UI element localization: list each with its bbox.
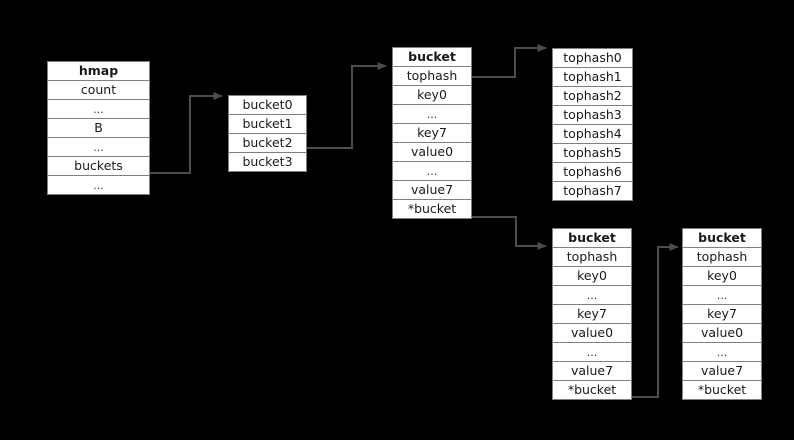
bucket-overflow2-value0: value0	[682, 323, 762, 343]
bucket-overflow2-values-ellipsis: ...	[682, 342, 762, 362]
bucket-overflow2-struct: bucket tophash key0 ... key7 value0 ... …	[682, 228, 762, 400]
bucket-overflow2-header: bucket	[682, 228, 762, 248]
tophash-item-4: tophash4	[552, 124, 633, 144]
bucket-overflow2-keys-ellipsis: ...	[682, 285, 762, 305]
wire-overflow1-ptr-to-overflow2	[632, 243, 679, 398]
bucket-overflow1-overflow-ptr: *bucket	[552, 380, 632, 400]
bucket-overflow2-value7: value7	[682, 361, 762, 381]
bucket-main-value7: value7	[392, 180, 472, 200]
bucket-main-key7: key7	[392, 123, 472, 143]
tophash-item-7: tophash7	[552, 181, 633, 201]
bucket-overflow1-value7: value7	[552, 361, 632, 381]
tophash-item-5: tophash5	[552, 143, 633, 163]
bucket-array-item-1: bucket1	[228, 114, 307, 134]
bucket-overflow2-key0: key0	[682, 266, 762, 286]
bucket-main-value0: value0	[392, 142, 472, 162]
wire-bucket2-to-bucket-main	[307, 62, 387, 149]
wire-tophash-to-tophash-array	[472, 44, 547, 78]
tophash-item-0: tophash0	[552, 48, 633, 68]
bucket-overflow1-key0: key0	[552, 266, 632, 286]
hmap-header: hmap	[47, 61, 150, 81]
bucket-main-tophash: tophash	[392, 66, 472, 86]
wire-bucketptr-to-overflow1	[472, 216, 547, 250]
bucket-overflow1-value0: value0	[552, 323, 632, 343]
tophash-array: tophash0 tophash1 tophash2 tophash3 toph…	[552, 48, 633, 201]
bucket-overflow1-keys-ellipsis: ...	[552, 285, 632, 305]
bucket-main-values-ellipsis: ...	[392, 161, 472, 181]
bucket-main-header: bucket	[392, 47, 472, 67]
bucket-main-overflow-ptr: *bucket	[392, 199, 472, 219]
bucket-overflow1-key7: key7	[552, 304, 632, 324]
wire-hmap-buckets-to-bucket-array	[150, 92, 223, 174]
hmap-field-count: count	[47, 80, 150, 100]
buckets-array: bucket0 bucket1 bucket2 bucket3	[228, 95, 307, 172]
bucket-main-key0: key0	[392, 85, 472, 105]
tophash-item-6: tophash6	[552, 162, 633, 182]
bucket-array-item-0: bucket0	[228, 95, 307, 115]
hmap-ellipsis-1: ...	[47, 99, 150, 119]
bucket-array-item-3: bucket3	[228, 152, 307, 172]
tophash-item-2: tophash2	[552, 86, 633, 106]
bucket-overflow1-header: bucket	[552, 228, 632, 248]
hmap-struct: hmap count ... B ... buckets ...	[47, 61, 150, 195]
bucket-main-keys-ellipsis: ...	[392, 104, 472, 124]
bucket-overflow1-tophash: tophash	[552, 247, 632, 267]
bucket-array-item-2: bucket2	[228, 133, 307, 153]
bucket-main-struct: bucket tophash key0 ... key7 value0 ... …	[392, 47, 472, 219]
hmap-field-buckets: buckets	[47, 156, 150, 176]
bucket-overflow2-key7: key7	[682, 304, 762, 324]
hmap-ellipsis-3: ...	[47, 175, 150, 195]
bucket-overflow1-struct: bucket tophash key0 ... key7 value0 ... …	[552, 228, 632, 400]
tophash-item-3: tophash3	[552, 105, 633, 125]
hmap-ellipsis-2: ...	[47, 137, 150, 157]
bucket-overflow2-overflow-ptr: *bucket	[682, 380, 762, 400]
hmap-field-b: B	[47, 118, 150, 138]
bucket-overflow1-values-ellipsis: ...	[552, 342, 632, 362]
bucket-overflow2-tophash: tophash	[682, 247, 762, 267]
tophash-item-1: tophash1	[552, 67, 633, 87]
